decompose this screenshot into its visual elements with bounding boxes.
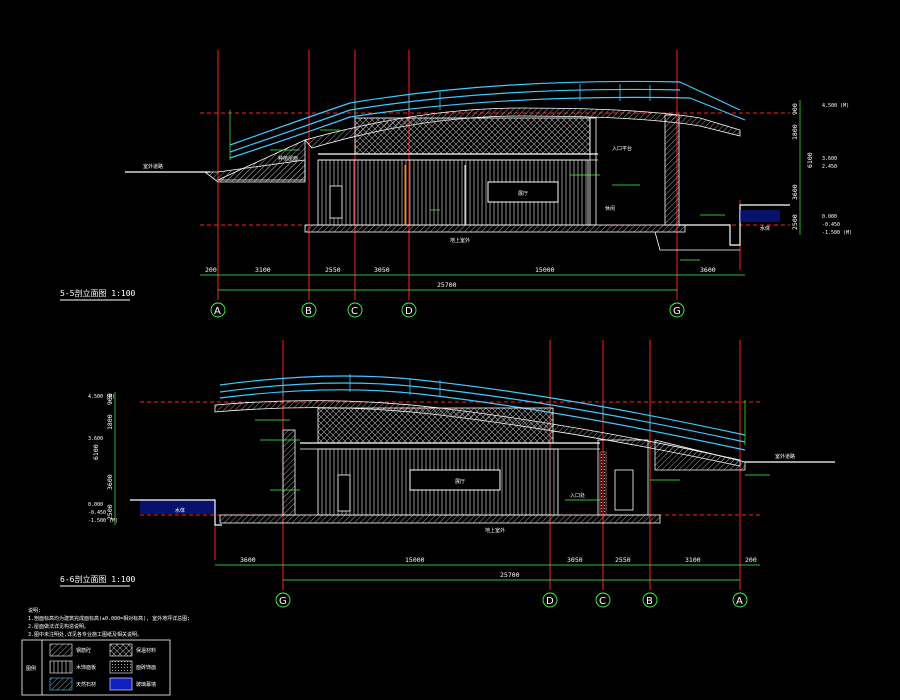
svg-text:3600: 3600 [791, 184, 799, 200]
upper-roof-rails [229, 80, 746, 159]
svg-text:25700: 25700 [437, 281, 457, 289]
svg-text:900: 900 [791, 103, 799, 115]
upper-axis-A: A [214, 306, 221, 317]
svg-text:3600: 3600 [240, 556, 256, 564]
upper-clerestory [354, 117, 591, 155]
svg-text:200: 200 [745, 556, 757, 564]
svg-text:2.450: 2.450 [822, 164, 837, 170]
lower-axis-bubbles: G D C B A [275, 592, 748, 608]
lower-section-title: 6-6剖立面图 1:100 [60, 574, 136, 584]
svg-text:2500: 2500 [791, 214, 799, 230]
lower-roof-rails [219, 375, 746, 451]
legend-swatch-tile [109, 660, 133, 674]
lower-annotations: 展厅 入口处 水体 地上室外 室外道路 [175, 453, 795, 534]
svg-text:-1.500 (M): -1.500 (M) [88, 518, 118, 524]
lower-section: 展厅 入口处 水体 地上室外 室外道路 4.500 (M) 3.600 0.00… [60, 340, 835, 608]
lower-left-dim: 900 1800 6100 3600 2500 [92, 392, 116, 525]
lower-axis-D: D [546, 596, 554, 607]
drawing-notes: 说明: 1.剖面标高均为建筑完成面标高(±0.000=相对标高), 室外地坪详总… [28, 607, 190, 638]
svg-text:0.000: 0.000 [88, 502, 103, 508]
material-legend: 图例 钢筋砼 保温材料 木饰面板 面砖饰面 天然石材 玻璃幕墙 [21, 639, 171, 696]
notes-heading: 说明: [28, 607, 41, 614]
label-upper-hall: 展厅 [518, 191, 528, 197]
notes-line-1: 1.剖面标高均为建筑完成面标高(±0.000=相对标高), 室外地坪详总图; [28, 615, 190, 622]
svg-text:1800: 1800 [106, 414, 114, 430]
upper-annotations: 室外道路 种植屋面 展厅 休闲 地上室外 入口平台 水体 [143, 145, 770, 244]
svg-text:3050: 3050 [567, 556, 583, 564]
svg-text:25700: 25700 [500, 571, 520, 579]
svg-text:900: 900 [106, 393, 114, 405]
svg-text:玻璃幕墙: 玻璃幕墙 [136, 681, 156, 688]
legend-swatch-glass [109, 677, 133, 691]
label-lower-water: 水体 [175, 507, 185, 514]
upper-section-title: 5-5剖立面图 1:100 [60, 288, 136, 298]
svg-text:2500: 2500 [106, 504, 114, 520]
svg-text:15000: 15000 [405, 556, 425, 564]
label-lower-hall: 展厅 [455, 479, 465, 485]
svg-text:6100: 6100 [806, 152, 814, 168]
lower-clerestory [317, 407, 554, 444]
svg-text:3.600: 3.600 [88, 436, 103, 442]
svg-text:保温材料: 保温材料 [136, 647, 156, 654]
label-lower-outdoor: 地上室外 [485, 527, 505, 534]
label-upper-leisure: 休闲 [605, 205, 615, 212]
legend-swatch-wood [49, 660, 73, 674]
svg-text:3600: 3600 [700, 266, 716, 274]
lower-axis-B: B [646, 596, 653, 607]
upper-axis-D: D [405, 306, 413, 317]
svg-text:1800: 1800 [791, 124, 799, 140]
svg-text:天然石材: 天然石材 [76, 681, 96, 688]
svg-text:-0.450: -0.450 [88, 510, 106, 516]
upper-level-marks: 4.500 (M) 3.600 2.450 0.000 -0.450 -1.50… [822, 103, 852, 236]
legend-swatch-stone [49, 677, 73, 691]
label-upper-entrance: 入口平台 [612, 145, 632, 152]
svg-text:200: 200 [205, 266, 217, 274]
legend-side-label: 图例 [26, 665, 36, 672]
svg-text:2550: 2550 [325, 266, 341, 274]
svg-text:3050: 3050 [374, 266, 390, 274]
upper-axis-G: G [673, 306, 681, 317]
svg-text:15000: 15000 [535, 266, 555, 274]
lower-axis-C: C [599, 596, 606, 607]
svg-text:木饰面板: 木饰面板 [76, 664, 96, 671]
svg-text:3.600: 3.600 [822, 156, 837, 162]
svg-text:3100: 3100 [255, 266, 271, 274]
legend-swatch-concrete [49, 643, 73, 657]
label-upper-road: 室外道路 [143, 163, 163, 170]
svg-text:4.500 (M): 4.500 (M) [822, 103, 849, 109]
upper-axis-bubbles: A B C D G [210, 302, 685, 318]
lower-axis-G: G [279, 596, 287, 607]
svg-text:面砖饰面: 面砖饰面 [136, 664, 156, 671]
upper-axis-C: C [351, 306, 358, 317]
lower-dimension-chain: 3600 15000 3050 2550 3100 200 25700 [215, 556, 760, 581]
label-lower-road: 室外道路 [775, 453, 795, 460]
svg-text:3600: 3600 [106, 474, 114, 490]
upper-right-dim: 900 1800 6100 3600 2500 [791, 100, 814, 235]
lower-level-marks: 4.500 (M) 3.600 0.000 -0.450 -1.500 (M) [88, 394, 118, 524]
label-upper-green-roof: 种植屋面 [278, 155, 298, 162]
upper-axis-B: B [305, 306, 312, 317]
label-upper-outdoor: 地上室外 [450, 237, 470, 244]
svg-text:4.500 (M): 4.500 (M) [88, 394, 115, 400]
notes-line-2: 2.屋面做法详见构造说明。 [28, 623, 89, 630]
svg-text:3100: 3100 [685, 556, 701, 564]
svg-text:-1.500 (M): -1.500 (M) [822, 230, 852, 236]
label-lower-entrance: 入口处 [570, 492, 585, 499]
upper-dimension-chain: 200 3100 2550 3050 15000 3600 25700 [200, 266, 745, 291]
lower-axis-A: A [736, 596, 743, 607]
svg-text:0.000: 0.000 [822, 214, 837, 220]
svg-text:-0.450: -0.450 [822, 222, 840, 228]
notes-line-3: 3.图中未注明处,详见各专业施工图纸及相关说明。 [28, 631, 142, 638]
upper-section: 室外道路 种植屋面 展厅 休闲 地上室外 入口平台 水体 4.500 (M) 3… [60, 50, 852, 318]
svg-text:6100: 6100 [92, 444, 100, 460]
svg-text:钢筋砼: 钢筋砼 [76, 647, 91, 654]
legend-swatch-insulation [109, 643, 133, 657]
lower-floor-slab [219, 514, 661, 524]
svg-text:2550: 2550 [615, 556, 631, 564]
upper-floor-slab [304, 224, 686, 233]
label-upper-water: 水体 [760, 225, 770, 232]
